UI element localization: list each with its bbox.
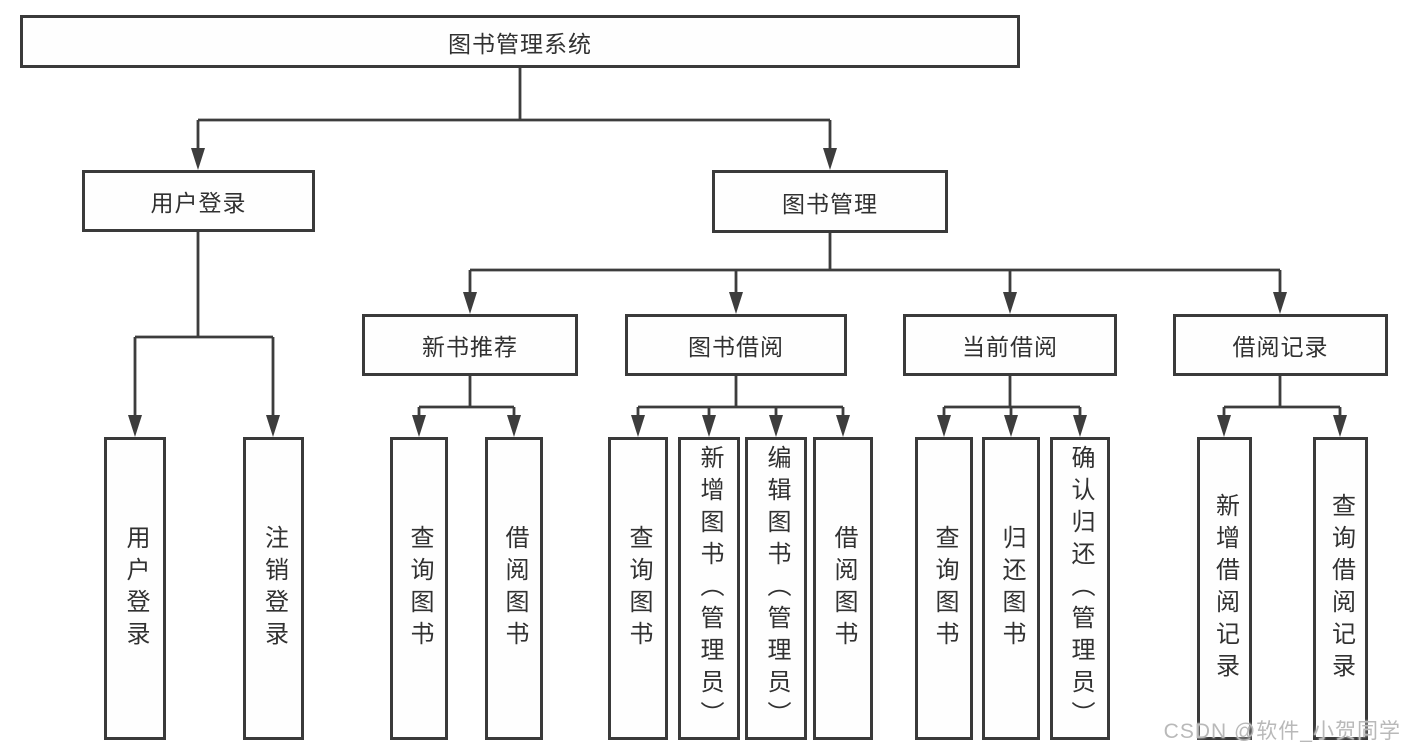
leaf-logout: 注销登录	[243, 437, 304, 740]
node-library-system: 图书管理系统	[20, 15, 1020, 68]
node-new-book-recommend: 新书推荐	[362, 314, 578, 376]
csdn-watermark: CSDN @软件_小贺同学	[1163, 720, 1401, 743]
node-current-borrow: 当前借阅	[903, 314, 1117, 376]
node-user-login: 用户登录	[82, 170, 315, 232]
leaf-query-borrow-record: 查询借阅记录	[1313, 437, 1368, 740]
leaf-borrow-books: 借阅图书	[813, 437, 873, 740]
leaf-query-books-recommend: 查询图书	[390, 437, 448, 740]
leaf-query-books-current: 查询图书	[915, 437, 973, 740]
leaf-confirm-return-admin: 确认归还（管理员）	[1050, 437, 1110, 740]
leaf-add-borrow-record: 新增借阅记录	[1197, 437, 1252, 740]
leaf-add-book-admin: 新增图书（管理员）	[678, 437, 740, 740]
leaf-query-books-borrow: 查询图书	[608, 437, 668, 740]
leaf-borrow-books-recommend: 借阅图书	[485, 437, 543, 740]
node-borrow-records: 借阅记录	[1173, 314, 1388, 376]
node-book-management: 图书管理	[712, 170, 948, 233]
node-book-borrow: 图书借阅	[625, 314, 847, 376]
leaf-return-book: 归还图书	[982, 437, 1040, 740]
leaf-user-login: 用户登录	[104, 437, 166, 740]
leaf-edit-book-admin: 编辑图书（管理员）	[745, 437, 807, 740]
